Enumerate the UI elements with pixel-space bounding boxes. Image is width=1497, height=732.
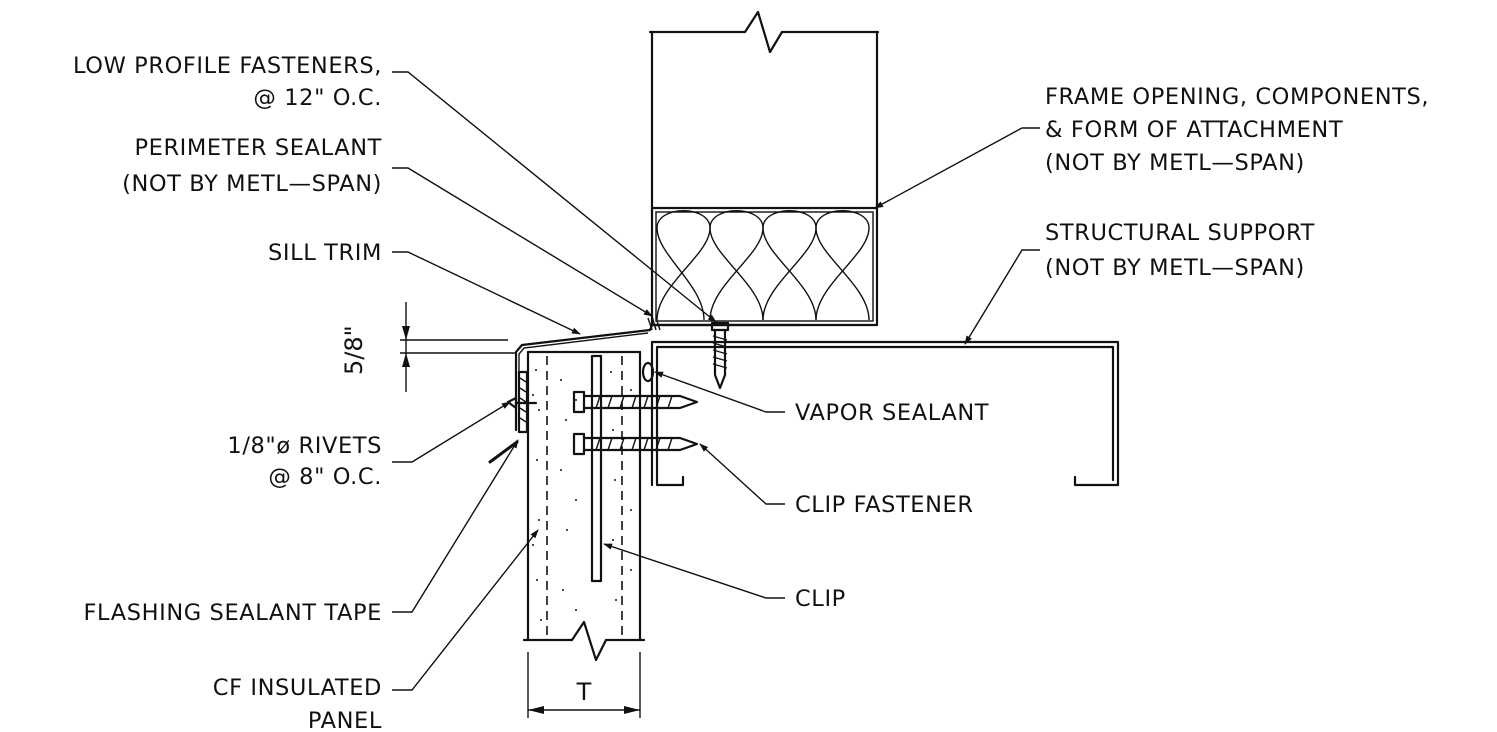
label-structural-support-2: (NOT BY METL—SPAN) [1045,255,1305,281]
label-frame-opening-2: & FORM OF ATTACHMENT [1045,117,1343,143]
dim-trim-offset: 5/8" [340,302,516,392]
foam-stipple [532,369,632,621]
leader-clip-fastener [699,443,785,505]
frame-opening-unit [648,10,880,327]
label-frame-opening-1: FRAME OPENING, COMPONENTS, [1045,84,1429,110]
leader-flashing-tape [392,439,519,613]
label-rivets-2: @ 8" O.C. [268,464,382,490]
label-cf-insulated-panel-1: CF INSULATED [213,675,382,701]
label-low-profile-fasteners-2: @ 12" O.C. [253,85,382,111]
panel-break-line [522,620,646,662]
dim-panel-thickness: T [527,652,641,718]
label-low-profile-fasteners-1: LOW PROFILE FASTENERS, [73,53,382,79]
label-perimeter-sealant-1: PERIMETER SEALANT [134,135,382,161]
vapor-sealant-bead [641,361,655,383]
label-structural-support-1: STRUCTURAL SUPPORT [1045,220,1315,246]
label-cf-insulated-panel-2: PANEL [308,708,382,732]
panel-thickness-dim-text: T [576,678,592,706]
leader-vapor-sealant [654,371,785,413]
frame-break-line [648,10,880,54]
label-vapor-sealant: VAPOR SEALANT [795,400,989,426]
label-clip-fastener: CLIP FASTENER [795,492,974,518]
insulation-symbol [656,210,870,321]
label-frame-opening-3: (NOT BY METL—SPAN) [1045,150,1305,176]
leader-lines [392,71,1040,691]
label-sill-trim: SILL TRIM [268,240,382,266]
leader-low-profile-fasteners [392,71,717,323]
low-profile-fastener [710,321,730,390]
label-perimeter-sealant-2: (NOT BY METL—SPAN) [122,171,382,197]
leader-perimeter-sealant [392,167,653,317]
leader-sill-trim [392,251,581,335]
trim-offset-dim-text: 5/8" [340,325,368,375]
leader-clip [603,543,785,599]
label-rivets-1: 1/8"ø RIVETS [227,433,382,459]
leader-frame-opening [874,127,1040,209]
clip-fasteners [572,390,699,456]
label-clip: CLIP [795,586,846,612]
clip [590,354,603,583]
leader-rivets [392,401,511,463]
callout-labels: LOW PROFILE FASTENERS, @ 12" O.C. PERIME… [73,53,1429,732]
leader-structural-support [964,249,1040,345]
leader-cf-panel [392,529,539,691]
label-flashing-sealant-tape: FLASHING SEALANT TAPE [84,600,382,626]
